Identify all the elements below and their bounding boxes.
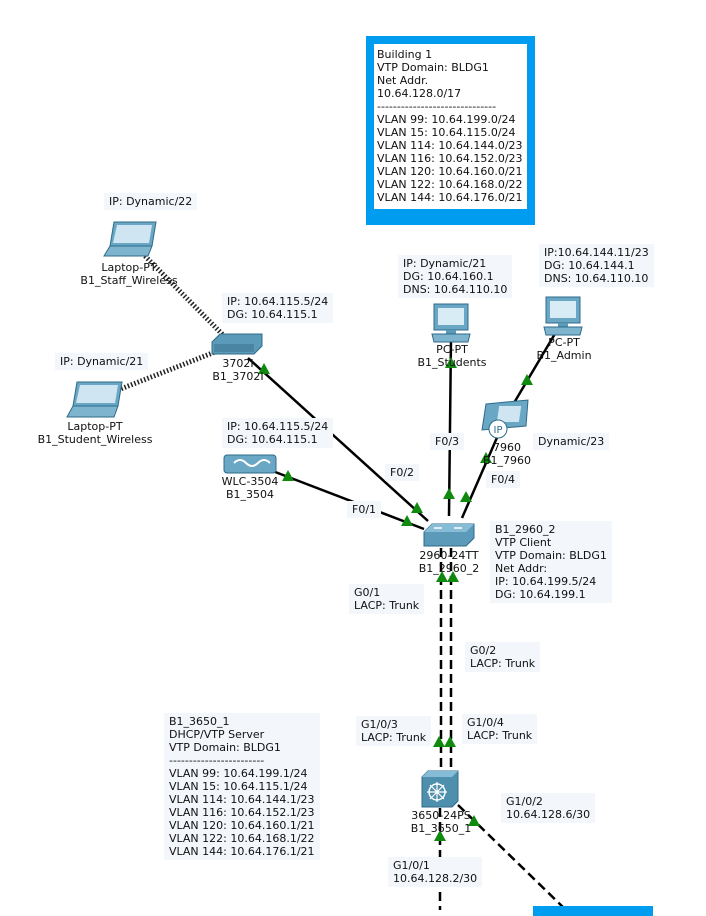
building-info-line: VTP Domain: BLDG1	[377, 61, 489, 74]
link-wlc-switch	[269, 468, 425, 531]
ap-label: 3702I B1_3702I	[212, 357, 264, 383]
wlc-icon[interactable]	[223, 454, 277, 474]
port-up-indicator	[411, 502, 423, 513]
building-info-line: 10.64.128.0/17	[377, 87, 462, 100]
port-up-indicator	[436, 571, 448, 582]
admin-pc-ip-note: IP:10.64.144.11/23 DG: 10.64.144.1 DNS: …	[539, 244, 654, 287]
port-label-g1-0-4: G1/0/4 LACP: Trunk	[462, 714, 538, 744]
port-up-indicator	[401, 515, 413, 526]
building-info-line: VLAN 116: 10.64.152.0/23	[377, 152, 523, 165]
students-pc-ip-note: IP: Dynamic/21 DG: 10.64.160.1 DNS: 10.6…	[398, 255, 513, 298]
link-g1-0-2	[457, 804, 567, 910]
building-info-line: VLAN 15: 10.64.115.0/24	[377, 126, 516, 139]
port-label-g1-0-1: G1/0/1 10.64.128.2/30	[388, 857, 483, 887]
port-label-f0-1: F0/1	[347, 501, 382, 518]
staff-wireless-ip-note: IP: Dynamic/22	[104, 193, 198, 210]
building-info-line: VLAN 144: 10.64.176.0/21	[377, 191, 523, 204]
port-up-indicator	[460, 491, 472, 502]
switch3650-info-note: B1_3650_1 DHCP/VTP Server VTP Domain: BL…	[164, 713, 320, 860]
pc-icon[interactable]	[543, 296, 583, 336]
port-label-g0-1: G0/1 LACP: Trunk	[349, 584, 425, 614]
link-ap-switch	[247, 357, 429, 522]
switch3650-label: 3650-24PS B1_3650_1	[410, 809, 472, 835]
building-box-partial	[533, 906, 653, 916]
port-label-f0-4: F0/4	[486, 471, 521, 488]
switch2960-info-note: B1_2960_2 VTP Client VTP Domain: BLDG1 N…	[490, 521, 612, 603]
link-phone-switch	[460, 432, 501, 519]
ip-phone-icon[interactable]: IP	[481, 399, 529, 439]
student-laptop-label: Laptop-PT B1_Student_Wireless	[37, 420, 153, 446]
admin-pc-label: PC-PT B1_Admin	[536, 336, 592, 362]
port-up-indicator	[447, 571, 459, 582]
access-point-icon[interactable]	[211, 333, 263, 355]
port-label-g1-0-2: G1/0/2 10.64.128.6/30	[501, 793, 596, 823]
staff-laptop-label: Laptop-PT B1_Staff_Wireless	[80, 261, 178, 287]
port-up-indicator	[282, 470, 294, 481]
port-status-indicators	[258, 357, 533, 841]
svg-text:IP: IP	[494, 425, 503, 436]
laptop-icon[interactable]	[66, 381, 123, 418]
phone-label: 7960 B1_7960	[482, 441, 532, 467]
wlc-label: WLC-3504 B1_3504	[221, 475, 279, 501]
link-admin-phone	[509, 331, 558, 409]
port-up-indicator	[258, 363, 270, 374]
building-info-line: VLAN 114: 10.64.144.0/23	[377, 139, 523, 152]
phone-ip-note: Dynamic/23	[533, 433, 610, 450]
port-up-indicator	[434, 830, 446, 841]
port-up-indicator	[521, 374, 533, 385]
port-up-indicator	[443, 488, 455, 499]
port-up-indicator	[468, 815, 480, 826]
wireless-link-staff	[143, 254, 230, 342]
building-info-line: VLAN 122: 10.64.168.0/22	[377, 178, 523, 191]
multilayer-switch-icon[interactable]	[421, 770, 459, 808]
laptop-icon[interactable]	[103, 221, 157, 257]
building-info-line: VLAN 120: 10.64.160.0/21	[377, 165, 523, 178]
port-up-indicator	[445, 357, 457, 368]
ap-ip-note: IP: 10.64.115.5/24 DG: 10.64.115.1	[222, 293, 334, 323]
port-label-g1-0-3: G1/0/3 LACP: Trunk	[356, 716, 432, 746]
port-up-indicator	[433, 736, 445, 747]
switch2960-label: 2960-24TT B1_2960_2	[418, 549, 480, 575]
building-info-line: ------------------------------	[377, 100, 497, 113]
port-up-indicator	[444, 736, 456, 747]
building-info-line: VLAN 99: 10.64.199.0/24	[377, 113, 516, 126]
port-label-f0-2: F0/2	[385, 464, 420, 481]
building-info-line: Net Addr.	[377, 74, 429, 87]
pc-icon[interactable]	[431, 303, 471, 343]
wlc-ip-note: IP: 10.64.115.5/24 DG: 10.64.115.1	[222, 418, 334, 448]
student-wireless-ip-note: IP: Dynamic/21	[55, 353, 149, 370]
building-info-line: Building 1	[377, 48, 433, 61]
port-label-f0-3: F0/3	[430, 433, 465, 450]
port-label-g0-2: G0/2 LACP: Trunk	[465, 642, 541, 672]
switch-icon[interactable]	[423, 523, 475, 547]
port-up-indicator	[480, 452, 492, 463]
students-pc-label: PC-PT B1_Students	[417, 343, 487, 369]
